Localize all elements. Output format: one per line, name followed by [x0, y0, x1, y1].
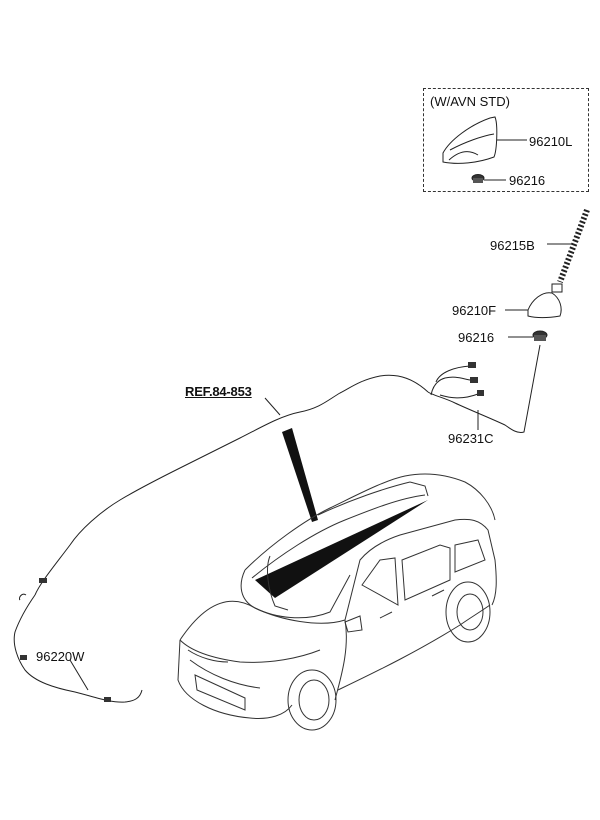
option-box-w-avn-std	[423, 88, 589, 192]
part-label-96220W: 96220W	[36, 649, 85, 664]
grommet-96216-option	[471, 174, 485, 183]
part-label-96210L: 96210L	[529, 134, 573, 149]
antenna-feeder-cable-96231C	[427, 344, 541, 433]
shark-fin-antenna-96210L	[442, 116, 498, 164]
part-label-96231C: 96231C	[448, 431, 494, 446]
part-label-96216-option: 96216	[509, 173, 546, 188]
antenna-mast-96215B	[547, 208, 590, 284]
part-label-96210F: 96210F	[452, 303, 497, 318]
main-antenna-cable-96220W	[13, 374, 429, 703]
location-pointers	[255, 428, 428, 598]
option-box-title: (W/AVN STD)	[430, 94, 510, 109]
grommet-96216	[508, 330, 548, 341]
vehicle-outline	[177, 473, 497, 731]
part-label-96216: 96216	[458, 330, 495, 345]
antenna-base-96210F	[505, 283, 563, 318]
reference-label[interactable]: REF.84-853	[185, 384, 252, 399]
part-label-96215B: 96215B	[490, 238, 535, 253]
